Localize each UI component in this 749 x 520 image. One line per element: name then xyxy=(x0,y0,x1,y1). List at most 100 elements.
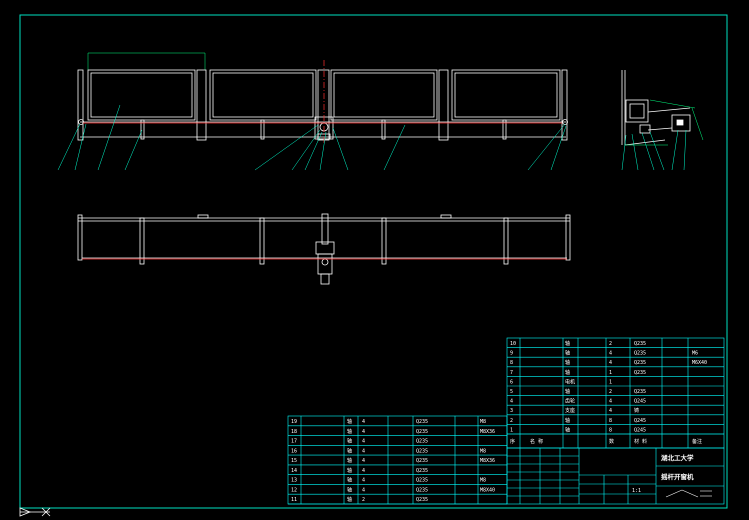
bom-row-quantity: 1 xyxy=(609,379,612,385)
bom-row-note: M8X40 xyxy=(480,487,495,493)
bom-row-quantity: 4 xyxy=(362,448,365,454)
bom-row-number: 13 xyxy=(291,478,297,484)
front-view-leaders xyxy=(57,104,567,171)
bom-row-note: M6 xyxy=(692,351,698,357)
bom-row-material: Q235 xyxy=(634,360,646,366)
bom-row-material: Q235 xyxy=(634,351,646,357)
sheet-border xyxy=(19,14,728,509)
bom-row-name: 轴 xyxy=(565,417,570,424)
top-view xyxy=(77,213,571,285)
bom-row-number: 6 xyxy=(510,379,513,385)
bom-row-note: M8 xyxy=(480,419,486,425)
side-view xyxy=(621,70,691,146)
school-name: 湖北工大学 xyxy=(661,453,694,462)
bom-row-number: 7 xyxy=(510,370,513,376)
bom-row-name: 轴 xyxy=(565,359,570,366)
scale-label: 1:1 xyxy=(632,488,641,494)
bom-row-name: 齿轮 xyxy=(565,398,575,405)
bom-row-quantity: 2 xyxy=(609,341,612,347)
front-view xyxy=(77,52,568,141)
bom-row-name: 电机 xyxy=(565,378,575,385)
bom-row-material: Q235 xyxy=(634,370,646,376)
bom-row-number: 17 xyxy=(291,439,297,445)
bom-row-material: Q245 xyxy=(634,427,646,433)
bom-row-material: Q235 xyxy=(416,478,428,484)
bom-row-quantity: 4 xyxy=(362,429,365,435)
bom-row-material: Q235 xyxy=(416,448,428,454)
bom-row-quantity: 4 xyxy=(362,478,365,484)
bom-row-name: 轴 xyxy=(347,438,352,445)
bom-row-material: Q235 xyxy=(634,389,646,395)
bom-row-material: Q235 xyxy=(416,439,428,445)
bom-row-quantity: 4 xyxy=(362,468,365,474)
side-view-dims xyxy=(625,99,704,146)
bom-row-name: 轴 xyxy=(565,340,570,347)
bom-row-name: 轴 xyxy=(347,496,352,503)
bom-row-material: Q235 xyxy=(416,497,428,503)
bom-row-name: 轴 xyxy=(347,428,352,435)
bom-row-number: 8 xyxy=(510,360,513,366)
bom-row-number: 2 xyxy=(510,418,513,424)
side-view-leaders xyxy=(621,129,687,171)
bom-row-name: 轴 xyxy=(565,388,570,395)
bom-row-number: 11 xyxy=(291,497,297,503)
bom-row-name: 轴 xyxy=(347,457,352,464)
bom-row-quantity: 2 xyxy=(362,497,365,503)
bom-row-quantity: 4 xyxy=(362,458,365,464)
bom-row-material: Q235 xyxy=(416,468,428,474)
bom-row-quantity: 4 xyxy=(362,487,365,493)
bom-row-note: M8 xyxy=(480,448,486,454)
bom-row-number: 19 xyxy=(291,419,297,425)
bom-row-number: 5 xyxy=(510,389,513,395)
bom-row-quantity: 4 xyxy=(609,408,612,414)
drawing-title: 摇杆开窗机 xyxy=(661,472,694,481)
logo-mark xyxy=(665,489,712,498)
bom-header-cell: 材 料 xyxy=(634,438,647,445)
bom-row-material: Q235 xyxy=(416,429,428,435)
bom-row-number: 18 xyxy=(291,429,297,435)
bom-row-quantity: 4 xyxy=(609,399,612,405)
bom-row-material: Q235 xyxy=(634,341,646,347)
bom-row-quantity: 4 xyxy=(609,351,612,357)
bom-row-name: 轴 xyxy=(347,486,352,493)
bom-row-name: 轴 xyxy=(347,467,352,474)
bom-row-number: 3 xyxy=(510,408,513,414)
bom-row-number: 12 xyxy=(291,487,297,493)
bom-header-cell: 名 称 xyxy=(530,438,543,445)
bom-header-cell: 备注 xyxy=(692,438,702,445)
bom-header-cell: 序 xyxy=(510,438,515,445)
bom-row-material: Q235 xyxy=(416,458,428,464)
bom-row-quantity: 1 xyxy=(609,370,612,376)
bom-row-note: M8 xyxy=(480,478,486,484)
bom-row-name: 轴 xyxy=(347,447,352,454)
ucs-icon xyxy=(19,507,51,517)
bom-row-number: 15 xyxy=(291,458,297,464)
bom-row-quantity: 4 xyxy=(362,439,365,445)
bom-row-name: 轴 xyxy=(565,350,570,357)
bom-row-material: Q235 xyxy=(416,487,428,493)
bom-row-number: 1 xyxy=(510,427,513,433)
bom-header-cell: 数 xyxy=(609,438,614,445)
bom-row-note: M8X36 xyxy=(480,458,495,464)
bom-row-quantity: 4 xyxy=(609,360,612,366)
bom-row-note: M8X36 xyxy=(480,429,495,435)
bom-row-quantity: 2 xyxy=(609,389,612,395)
bom-row-name: 轴 xyxy=(347,418,352,425)
bom-row-number: 10 xyxy=(510,341,516,347)
bom-row-material: Q235 xyxy=(416,419,428,425)
front-view-centerlines xyxy=(83,60,562,145)
bom-row-number: 9 xyxy=(510,351,513,357)
bom-row-quantity: 8 xyxy=(609,418,612,424)
bom-row-quantity: 8 xyxy=(609,427,612,433)
bom-row-name: 支座 xyxy=(565,407,575,414)
bom-row-material: Q245 xyxy=(634,418,646,424)
bom-row-note: M6X40 xyxy=(692,360,707,366)
bom-row-number: 14 xyxy=(291,468,297,474)
bom-row-material: Q245 xyxy=(634,399,646,405)
bom-row-number: 4 xyxy=(510,399,513,405)
bom-row-material: 铸 xyxy=(634,407,639,414)
bom-row-quantity: 4 xyxy=(362,419,365,425)
bom-row-name: 轴 xyxy=(565,369,570,376)
